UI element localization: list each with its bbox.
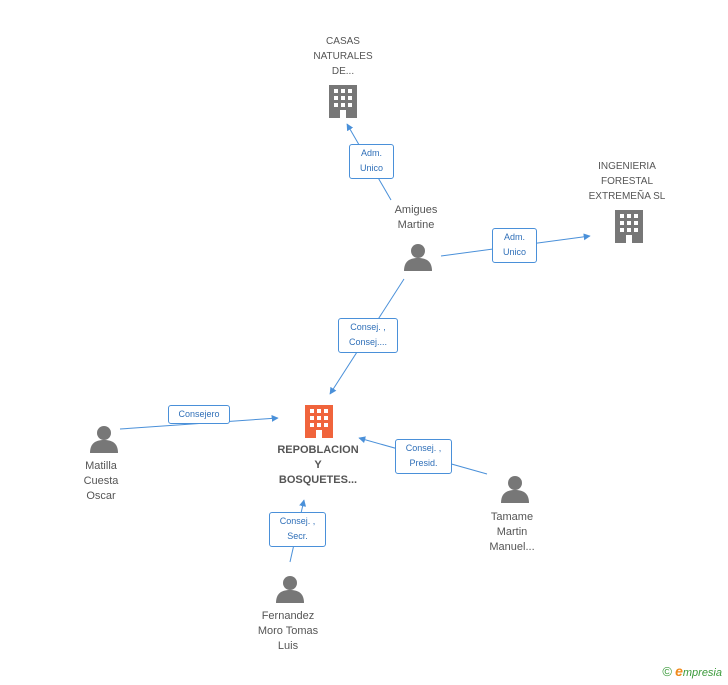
- building-icon-repoblacion[interactable]: [305, 405, 333, 438]
- edge-label-matilla-repoblacion: Consejero: [168, 405, 230, 424]
- copyright-icon: ©: [662, 664, 673, 679]
- node-label-repoblacion[interactable]: REPOBLACION Y BOSQUETES...: [277, 444, 359, 486]
- node-label-amigues[interactable]: Amigues Martine: [394, 204, 438, 231]
- person-icon-matilla[interactable]: [90, 426, 118, 453]
- empresia-watermark: © empresia: [662, 663, 722, 679]
- node-label-fernandez[interactable]: Fernandez Moro Tomas Luis: [257, 610, 319, 652]
- person-icon-tamame[interactable]: [501, 476, 529, 503]
- building-icon-ingenieria[interactable]: [615, 210, 643, 243]
- edge-label-amigues-ingenieria: Adm. Unico: [492, 228, 537, 263]
- brand-initial: e: [675, 663, 683, 679]
- person-icon-amigues[interactable]: [404, 244, 432, 271]
- edge-label-fernandez-repoblacion: Consej. , Secr.: [269, 512, 326, 547]
- building-icon-casas[interactable]: [329, 85, 357, 118]
- node-label-tamame[interactable]: Tamame Martin Manuel...: [489, 511, 535, 553]
- brand-name: mpresia: [682, 667, 722, 679]
- edge-label-tamame-repoblacion: Consej. , Presid.: [395, 439, 452, 474]
- person-icon-fernandez[interactable]: [276, 576, 304, 603]
- node-label-ingenieria[interactable]: INGENIERIA FORESTAL EXTREMEÑA SL: [588, 161, 666, 202]
- edge-label-amigues-casas: Adm. Unico: [349, 144, 394, 179]
- node-label-casas[interactable]: CASAS NATURALES DE...: [313, 36, 373, 77]
- node-label-matilla[interactable]: Matilla Cuesta Oscar: [83, 460, 119, 502]
- edge-label-amigues-repoblacion: Consej. , Consej....: [338, 318, 398, 353]
